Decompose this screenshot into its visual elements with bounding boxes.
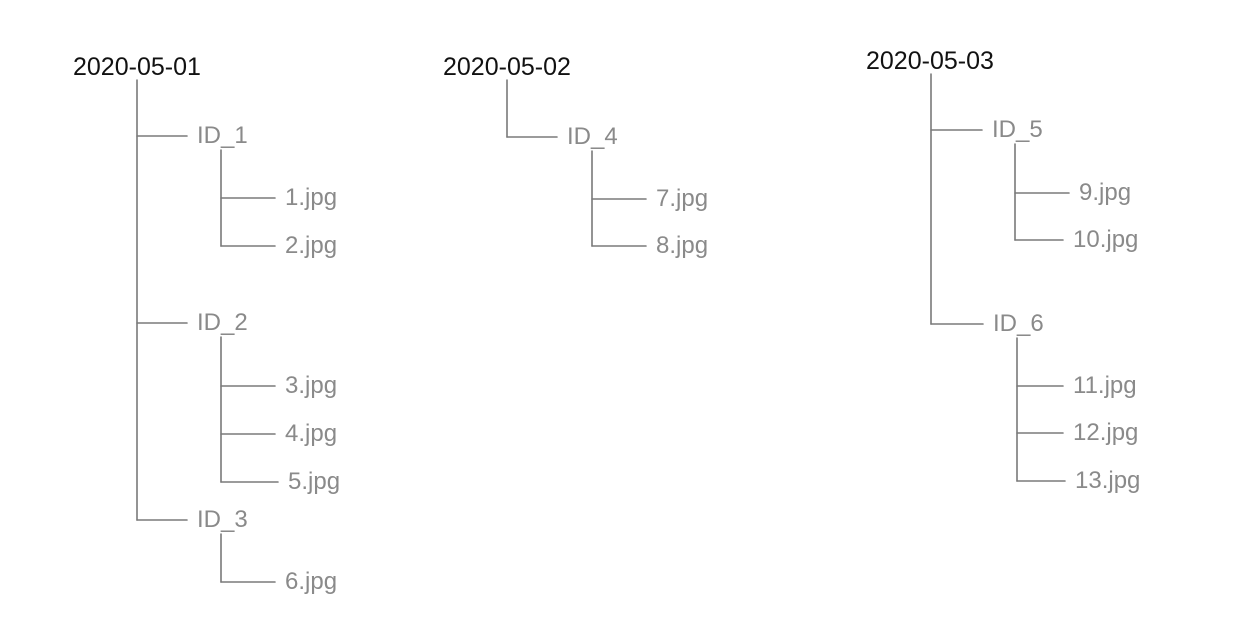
file-label: 5.jpg (288, 468, 341, 495)
id-folder-label: ID_3 (197, 506, 248, 533)
id-folder-label: ID_2 (197, 309, 248, 336)
root-folder-label: 2020-05-01 (73, 52, 201, 81)
root-folder-label: 2020-05-02 (443, 52, 571, 81)
id-folder-label: ID_1 (197, 122, 248, 149)
file-label: 4.jpg (285, 420, 338, 447)
file-label: 8.jpg (656, 232, 709, 259)
file-label: 12.jpg (1073, 419, 1139, 446)
file-label: 3.jpg (285, 372, 338, 399)
file-label: 11.jpg (1073, 372, 1137, 399)
file-label: 6.jpg (285, 568, 338, 595)
file-label: 2.jpg (285, 232, 338, 259)
id-folder-label: ID_6 (993, 310, 1044, 337)
id-folder-label: ID_5 (992, 116, 1043, 143)
id-folder-label: ID_4 (567, 123, 618, 150)
file-label: 9.jpg (1079, 179, 1132, 206)
root-folder-label: 2020-05-03 (866, 46, 994, 75)
file-label: 10.jpg (1073, 226, 1139, 253)
file-label: 13.jpg (1075, 467, 1141, 494)
file-label: 7.jpg (656, 185, 709, 212)
file-label: 1.jpg (285, 184, 338, 211)
